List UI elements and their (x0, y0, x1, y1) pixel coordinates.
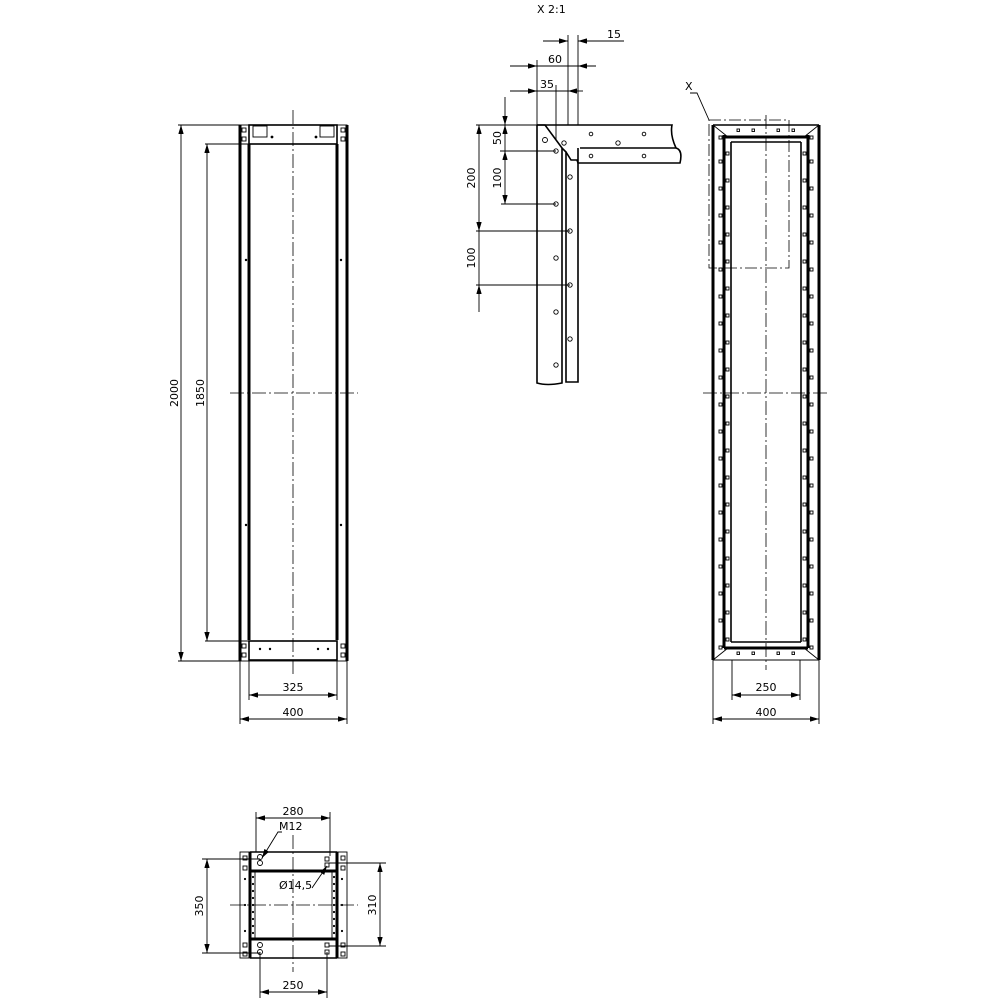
dim-35: 35 (540, 78, 554, 91)
dim-100-b: 100 (465, 248, 478, 269)
dim-depth: 350 (193, 896, 206, 917)
dim-15: 15 (607, 28, 621, 41)
dim-bottom-width: 250 (283, 979, 304, 992)
plan-hole-columns (243, 875, 344, 935)
dim-200: 200 (465, 168, 478, 189)
dim-side-overall-width: 400 (756, 706, 777, 719)
dim-overall-height: 2000 (168, 379, 181, 407)
dim-50: 50 (491, 131, 504, 145)
dim-60: 60 (548, 53, 562, 66)
front-view: 2000 1850 325 400 (168, 110, 358, 724)
plan-view: 280 M12 Ø14,5 350 310 250 (193, 805, 386, 998)
thread-label: M12 (279, 820, 303, 833)
dim-overall-width: 400 (283, 706, 304, 719)
detail-marker: X (685, 80, 693, 93)
dim-inner-height: 1850 (194, 379, 207, 407)
dim-side-inner-width: 250 (756, 681, 777, 694)
side-view: X (685, 80, 829, 724)
dim-inner-width: 325 (283, 681, 304, 694)
dim-100-a: 100 (491, 168, 504, 189)
hole-diameter-label: Ø14,5 (279, 879, 312, 892)
dim-top-width: 280 (283, 805, 304, 818)
detail-label: X 2:1 (537, 3, 566, 16)
side-holes-left (718, 135, 730, 650)
detail-view: X 2:1 15 60 (465, 3, 682, 386)
dim-inner-depth: 310 (366, 895, 379, 916)
side-holes-right (802, 135, 814, 650)
